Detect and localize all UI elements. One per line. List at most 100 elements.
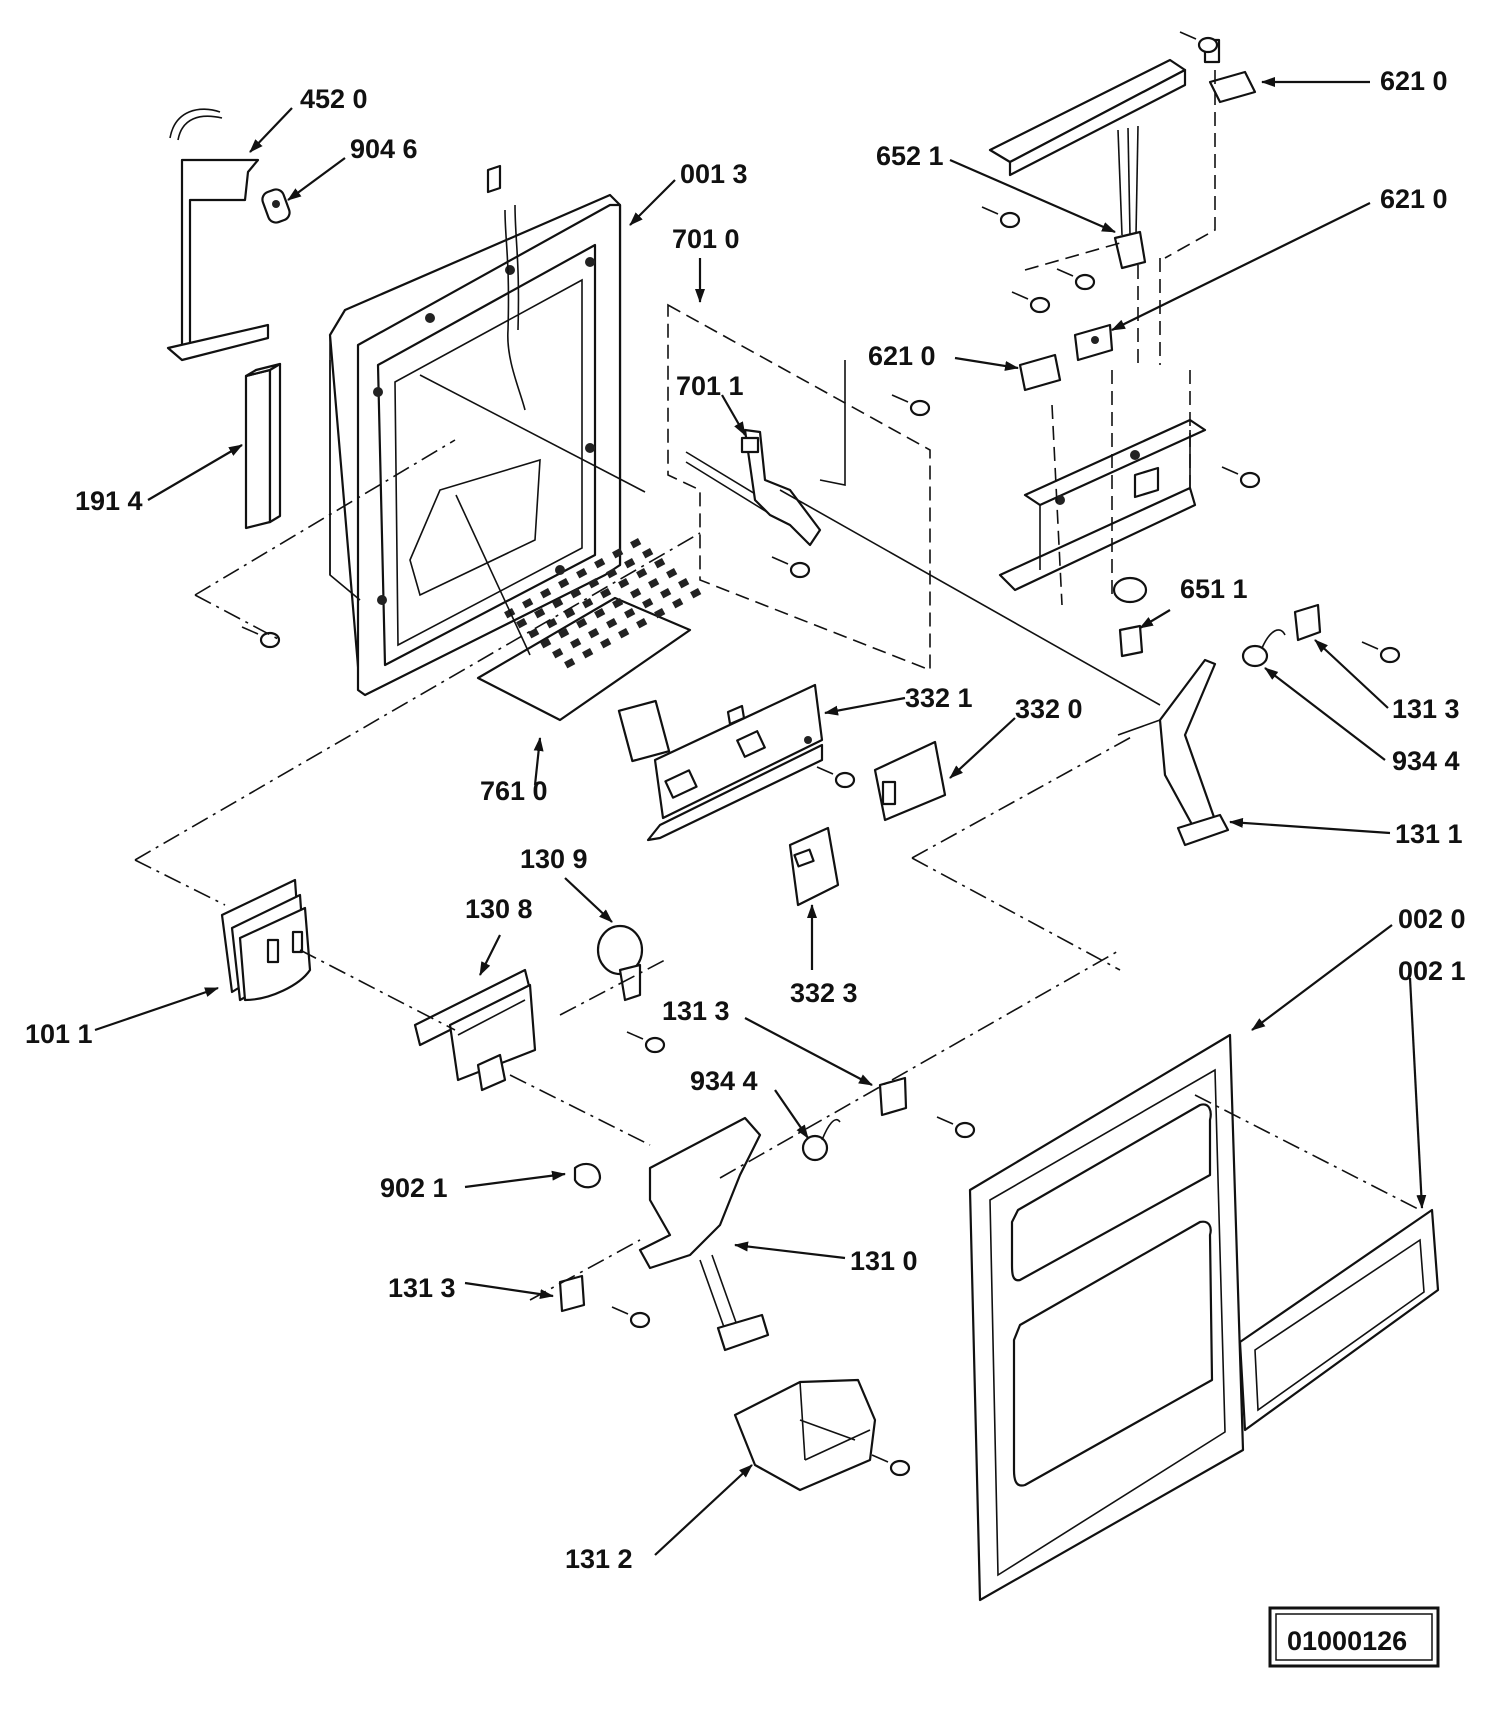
- grille-hole: [618, 628, 630, 639]
- callout-452-0: 452 0: [300, 84, 368, 114]
- callout-leaders: [94, 77, 1427, 1556]
- grille-hole: [588, 628, 600, 639]
- grille-hole: [522, 598, 534, 609]
- grille-hole: [654, 558, 666, 569]
- callout-621-0-mid: 621 0: [1380, 184, 1448, 214]
- grille-hole: [546, 618, 558, 629]
- grille-hole: [672, 598, 684, 609]
- part-002-1-label-plate: [1238, 1208, 1440, 1432]
- part-332-0-bracket: [873, 740, 947, 822]
- part-904-6-clip: [261, 188, 291, 224]
- callout-934-4-mid: 934 4: [690, 1066, 758, 1096]
- part-101-1-chute-door: [220, 878, 312, 1002]
- part-651-1-solenoid: [1112, 576, 1148, 658]
- screw-icon: [1011, 291, 1051, 314]
- screw-icon: [1179, 31, 1219, 54]
- part-131-2-bucket: [733, 1378, 877, 1492]
- grille-hole: [624, 608, 636, 619]
- grille-hole: [660, 588, 672, 599]
- grille-hole: [642, 598, 654, 609]
- callout-130-8: 130 8: [465, 894, 533, 924]
- grille-hole: [678, 578, 690, 589]
- part-mounting-bracket: [998, 418, 1207, 592]
- part-621-0-switch-left: [1018, 353, 1062, 392]
- part-130-8-hinge: [413, 968, 537, 1092]
- grille-hole: [606, 618, 618, 629]
- grille-hole: [690, 588, 702, 599]
- part-002-0-door-panel: [968, 1033, 1245, 1602]
- callout-332-3: 332 3: [790, 978, 858, 1008]
- grille-hole: [594, 608, 606, 619]
- callout-761-0: 761 0: [480, 776, 548, 806]
- callout-001-3: 001 3: [680, 159, 748, 189]
- grille-hole: [612, 598, 624, 609]
- grille-hole: [552, 598, 564, 609]
- callout-904-6: 904 6: [350, 134, 418, 164]
- grille-hole: [630, 538, 642, 549]
- screw-icon: [1056, 268, 1096, 291]
- callout-332-1: 332 1: [905, 683, 973, 713]
- part-cover-strip: [988, 58, 1187, 177]
- grille-hole: [558, 628, 570, 639]
- callout-621-0-top: 621 0: [1380, 66, 1448, 96]
- callout-labels: 452 0 904 6 001 3 701 0 652 1 621 0 621 …: [25, 66, 1466, 1574]
- grille-hole: [564, 658, 576, 669]
- callout-652-1: 652 1: [876, 141, 944, 171]
- part-131-1-actuator: [1117, 658, 1230, 847]
- screw-icon: [816, 766, 856, 789]
- part-934-4-spring-mid: [801, 1118, 841, 1162]
- grille-hole: [624, 558, 636, 569]
- grille-hole: [582, 598, 594, 609]
- callout-101-1: 101 1: [25, 1019, 93, 1049]
- screw-icon: [981, 206, 1021, 229]
- callout-701-0: 701 0: [672, 224, 740, 254]
- callout-002-1: 002 1: [1398, 956, 1466, 986]
- screw-icon: [1361, 641, 1401, 664]
- grille-hole: [576, 618, 588, 629]
- callout-701-1: 701 1: [676, 371, 744, 401]
- callout-130-9: 130 9: [520, 844, 588, 874]
- screw-icon: [936, 1116, 976, 1139]
- part-131-3-clip-mid: [878, 1076, 908, 1117]
- screw-icon: [891, 394, 931, 417]
- grille-hole: [582, 648, 594, 659]
- grille-hole: [576, 568, 588, 579]
- screw-icon: [871, 1454, 911, 1477]
- screw-icon: [771, 556, 811, 579]
- grille-hole: [564, 608, 576, 619]
- part-332-1-panel: [646, 683, 824, 842]
- grille-hole: [570, 638, 582, 649]
- grille-hole: [534, 608, 546, 619]
- callout-131-2: 131 2: [565, 1544, 633, 1574]
- screw-icon: [611, 1306, 651, 1329]
- grille-hole: [666, 568, 678, 579]
- grille-hole: [588, 578, 600, 589]
- callout-934-4-right: 934 4: [1392, 746, 1460, 776]
- part-001-3-housing: [328, 164, 622, 697]
- grille-hole: [648, 578, 660, 589]
- grille-hole: [540, 638, 552, 649]
- grille-hole: [600, 638, 612, 649]
- grille-hole: [636, 618, 648, 629]
- callout-131-3-low: 131 3: [388, 1273, 456, 1303]
- callout-131-0: 131 0: [850, 1246, 918, 1276]
- callout-332-0: 332 0: [1015, 694, 1083, 724]
- part-130-9-disk: [596, 924, 644, 1002]
- part-131-3-clip-low: [558, 1274, 586, 1313]
- part-621-0-switch-mid: [1073, 323, 1114, 362]
- part-652-1-switch: [1113, 125, 1147, 270]
- grille-hole: [516, 618, 528, 629]
- callout-621-0-left: 621 0: [868, 341, 936, 371]
- screw-icon: [626, 1031, 666, 1054]
- grille-hole: [594, 558, 606, 569]
- screw-icon: [241, 626, 281, 649]
- grille-hole: [618, 578, 630, 589]
- grille-hole: [630, 588, 642, 599]
- part-131-0-lever-arm: [638, 1116, 770, 1352]
- grille-hole: [636, 568, 648, 579]
- screw-icon: [1221, 466, 1261, 489]
- part-701-0-module: [667, 303, 931, 672]
- grille-hole: [654, 608, 666, 619]
- grille-hole: [642, 548, 654, 559]
